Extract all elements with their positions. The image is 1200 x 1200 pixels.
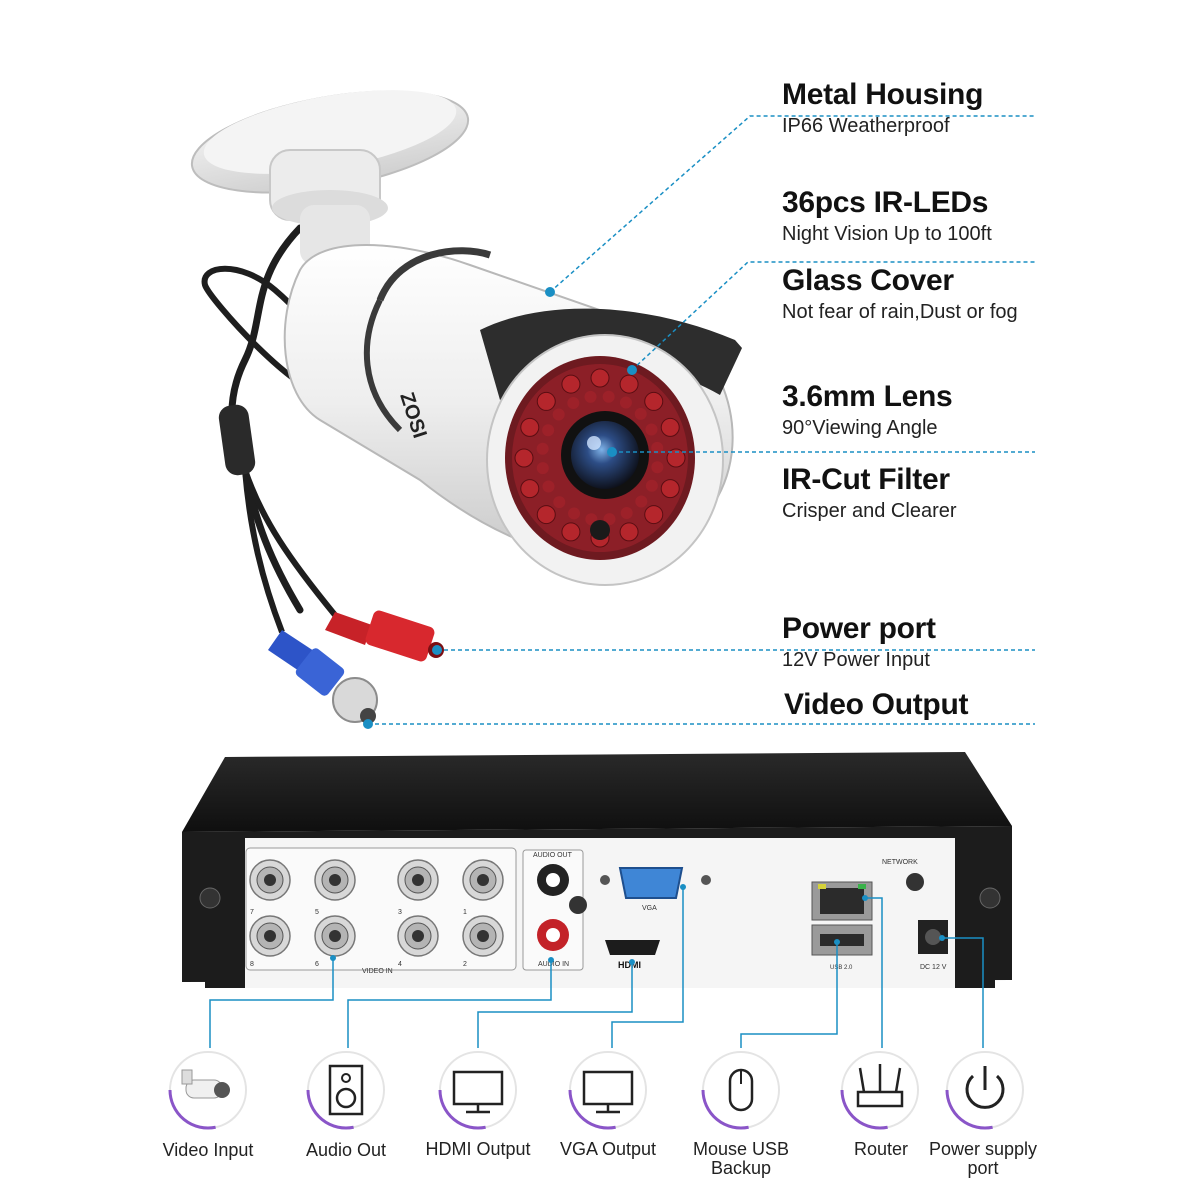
audio-in-label: AUDIO IN <box>538 961 569 968</box>
feature-subtitle: Not fear of rain,Dust or fog <box>782 301 1018 323</box>
usb-label: USB 2.0 <box>830 965 853 971</box>
feature-glass-cover: Glass Cover Not fear of rain,Dust or fog <box>782 264 1018 324</box>
vga-label: VGA <box>642 905 657 912</box>
router-icon <box>840 1051 919 1130</box>
vga-port <box>618 867 684 899</box>
monitor-icon <box>438 1051 517 1130</box>
channel-number: 4 <box>398 961 402 968</box>
channel-number: 8 <box>250 961 254 968</box>
dvr-recorder: 7 5 3 1 8 6 4 2 VIDEO IN AUDIO OUT AUDIO IN VGA… <box>182 752 1012 988</box>
feature-subtitle: Crisper and Clearer <box>782 500 957 522</box>
feature-title: Glass Cover <box>782 264 954 297</box>
power-connector-red <box>325 610 444 662</box>
bnc-connector: 1 <box>462 859 504 916</box>
feature-subtitle: 12V Power Input <box>782 649 930 671</box>
power-icon <box>945 1051 1024 1130</box>
hdmi-port <box>605 940 660 955</box>
feature-title: Video Output <box>784 688 969 721</box>
port-label-router: Router <box>853 1139 909 1159</box>
leader-dots <box>363 287 637 729</box>
feature-ir-cut-filter: IR-Cut Filter Crisper and Clearer <box>782 463 957 523</box>
bnc-connector: 7 <box>249 859 291 916</box>
video-connector-blue <box>268 630 378 724</box>
bnc-video-inputs: 7 5 3 1 8 6 4 2 <box>249 859 504 968</box>
feature-title: 3.6mm Lens <box>782 380 953 413</box>
port-label-audio-out: Audio Out <box>305 1140 387 1160</box>
video-in-label: VIDEO IN <box>362 968 393 975</box>
feature-ir-leds: 36pcs IR-LEDs Night Vision Up to 100ft <box>782 186 992 246</box>
security-camera: ZOSI <box>190 90 742 724</box>
ir-led-array <box>514 368 686 548</box>
feature-leader-lines <box>368 115 1035 725</box>
bnc-connector: 6 <box>314 915 356 968</box>
feature-metal-housing: Metal Housing IP66 Weatherproof <box>782 78 983 138</box>
feature-subtitle: IP66 Weatherproof <box>782 115 950 137</box>
port-label-vga-output: VGA Output <box>559 1139 657 1159</box>
channel-number: 5 <box>315 909 319 916</box>
port-label-power-supply-port: Power supply port <box>928 1139 1038 1178</box>
feature-title: Power port <box>782 612 936 645</box>
feature-subtitle: Night Vision Up to 100ft <box>782 223 992 245</box>
channel-number: 3 <box>398 909 402 916</box>
mouse-icon <box>701 1051 780 1130</box>
feature-subtitle: 90°Viewing Angle <box>782 417 938 439</box>
feature-title: Metal Housing <box>782 78 984 111</box>
channel-number: 2 <box>463 961 467 968</box>
channel-number: 1 <box>463 909 467 916</box>
network-label: NETWORK <box>882 859 918 866</box>
port-label-hdmi-output: HDMI Output <box>425 1139 531 1159</box>
speaker-icon <box>306 1051 385 1130</box>
feature-title: 36pcs IR-LEDs <box>782 186 989 219</box>
feature-power-port: Power port 12V Power Input <box>782 612 936 672</box>
camera-icon <box>168 1051 247 1130</box>
feature-title: IR-Cut Filter <box>782 463 950 496</box>
bnc-connector: 4 <box>397 915 439 968</box>
monitor-icon <box>568 1051 647 1130</box>
bnc-connector: 2 <box>462 915 504 968</box>
feature-video-output: Video Output <box>784 688 968 722</box>
bnc-connector: 5 <box>314 859 356 916</box>
dc-label: DC 12 V <box>920 964 947 971</box>
bnc-connector: 8 <box>249 915 291 968</box>
bnc-connector: 3 <box>397 859 439 916</box>
hdmi-label: HDMI <box>618 960 641 970</box>
channel-number: 7 <box>250 909 254 916</box>
port-connector-lines <box>209 887 984 1048</box>
channel-number: 6 <box>315 961 319 968</box>
feature-lens: 3.6mm Lens 90°Viewing Angle <box>782 380 953 440</box>
port-label-video-input: Video Input <box>162 1140 254 1160</box>
audio-out-label: AUDIO OUT <box>533 852 573 859</box>
port-label-mouse-usb-backup: Mouse USB Backup <box>692 1139 790 1178</box>
